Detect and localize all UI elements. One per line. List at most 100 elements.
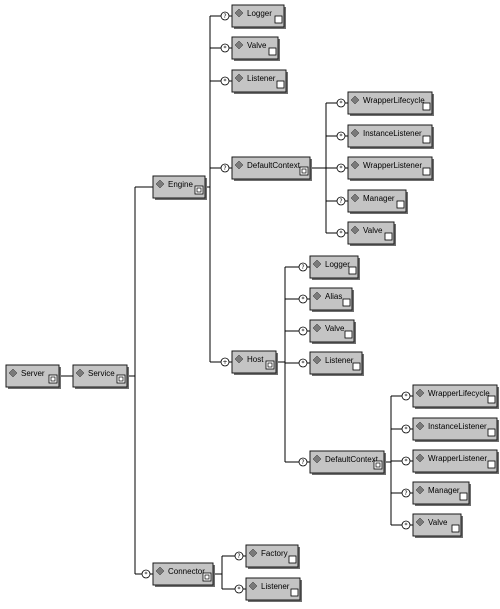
element-diamond-icon: [234, 40, 244, 50]
cardinality-badge: [401, 520, 411, 530]
element-diamond-icon: [248, 548, 258, 558]
node-label: Listener: [325, 356, 354, 365]
cardinality-symbol: *: [224, 45, 227, 52]
element-diamond-icon: [350, 95, 360, 105]
node-box: [309, 351, 363, 375]
node-host-valve[interactable]: *Valve: [298, 319, 356, 344]
expand-icon[interactable]: [116, 374, 126, 384]
cardinality-badge: [220, 43, 230, 53]
node-edc-wrapperlistener[interactable]: *WrapperListener: [336, 156, 434, 181]
leaf-square-icon: [342, 298, 351, 307]
expand-icon[interactable]: [265, 360, 275, 370]
cardinality-badge: [336, 228, 346, 238]
cardinality-badge: [298, 457, 308, 467]
element-diamond-icon: [8, 368, 18, 378]
expand-glyph-icon: [375, 462, 381, 468]
cardinality-symbol: ?: [301, 264, 304, 271]
cardinality-badge: [220, 163, 230, 173]
expand-icon[interactable]: [194, 185, 204, 195]
leaf-square-icon: [396, 200, 405, 209]
node-edc-instancelistener[interactable]: *InstanceListener: [336, 124, 434, 149]
expand-glyph-icon: [50, 376, 56, 382]
cardinality-badge: [401, 391, 411, 401]
node-host-listener[interactable]: *Listener: [298, 351, 364, 376]
node-box: [412, 417, 498, 441]
node-edc-manager[interactable]: ?Manager: [336, 189, 408, 214]
leaf-square-icon: [451, 524, 460, 533]
expand-icon[interactable]: [48, 374, 58, 384]
node-host-defaultcontext[interactable]: ?DefaultContext: [298, 450, 386, 475]
node-hdc-valve[interactable]: *Valve: [401, 513, 463, 538]
node-engine-host[interactable]: +Host: [220, 350, 278, 375]
node-box: [412, 481, 470, 505]
node-hdc-instancelistener[interactable]: *InstanceListener: [401, 417, 499, 442]
node-label: Connector: [168, 567, 205, 576]
cardinality-badge: [298, 262, 308, 272]
node-server[interactable]: Server: [5, 364, 61, 389]
cardinality-symbol: *: [340, 165, 343, 172]
leaf-square-icon: [290, 588, 299, 597]
node-engine-listener[interactable]: *Listener: [220, 69, 288, 94]
node-hdc-wrapperlifecycle[interactable]: * WrapperLifecycle: [401, 384, 499, 409]
expand-icon[interactable]: [202, 572, 212, 582]
cardinality-symbol: *: [302, 296, 305, 303]
node-label: Logger: [325, 260, 350, 269]
expand-glyph-icon: [204, 574, 210, 580]
expand-icon[interactable]: [299, 166, 309, 176]
node-label: Logger: [247, 9, 272, 18]
element-diamond-icon: [350, 160, 360, 170]
node-engine[interactable]: Engine: [152, 175, 207, 200]
cardinality-symbol: *: [145, 571, 148, 578]
expand-glyph-icon: [267, 362, 273, 368]
node-box: [347, 124, 433, 148]
node-label: Valve: [325, 324, 345, 333]
node-box: [309, 450, 385, 474]
node-engine-logger[interactable]: ?Logger: [220, 4, 286, 29]
element-diamond-icon: [415, 453, 425, 463]
leaf-square-icon: [288, 555, 297, 564]
element-diamond-icon: [155, 179, 165, 189]
element-diamond-icon: [312, 291, 322, 301]
element-diamond-icon: [312, 323, 322, 333]
node-service[interactable]: Service: [72, 364, 129, 389]
cardinality-symbol: *: [340, 230, 343, 237]
cardinality-badge: [220, 11, 230, 21]
node-label: Alias: [325, 292, 342, 301]
cardinality-badge: [336, 163, 346, 173]
node-box: [347, 189, 407, 213]
element-diamond-icon: [312, 454, 322, 464]
cardinality-symbol: *: [340, 133, 343, 140]
leaf-square-icon: [274, 15, 283, 24]
node-label: Listener: [261, 582, 290, 591]
element-diamond-icon: [234, 8, 244, 18]
node-hdc-manager[interactable]: ?Manager: [401, 481, 471, 506]
cardinality-symbol: *: [405, 522, 408, 529]
node-edc-wrapperlifecycle[interactable]: *WrapperLifecycle: [336, 91, 434, 116]
cardinality-badge: [401, 424, 411, 434]
node-box: [231, 36, 279, 60]
node-box: [231, 4, 285, 28]
cardinality-badge: [336, 196, 346, 206]
node-connector-listener[interactable]: *Listener: [234, 577, 302, 602]
node-box: [309, 255, 359, 279]
node-connector[interactable]: * Connector: [141, 562, 215, 587]
node-box: [231, 156, 311, 180]
node-label: WrapperLifecycle: [428, 389, 490, 398]
node-engine-defaultcontext[interactable]: ?DefaultContext: [220, 156, 312, 181]
node-host-logger[interactable]: ? Logger: [298, 255, 360, 280]
node-engine-valve[interactable]: *Valve: [220, 36, 280, 61]
cardinality-badge: [234, 584, 244, 594]
cardinality-symbol: *: [405, 393, 408, 400]
element-diamond-icon: [350, 193, 360, 203]
element-diamond-icon: [234, 354, 244, 364]
node-box: [412, 384, 498, 408]
node-box: [231, 69, 287, 93]
cardinality-symbol: ?: [339, 198, 342, 205]
node-connector-factory[interactable]: ?Factory: [234, 544, 300, 569]
node-hdc-wrapperlistener[interactable]: *WrapperListener: [401, 449, 499, 474]
leaf-square-icon: [344, 330, 353, 339]
node-box: [152, 562, 214, 586]
node-edc-valve[interactable]: *Valve: [336, 221, 396, 246]
expand-icon[interactable]: [373, 460, 383, 470]
node-host-alias[interactable]: * Alias: [298, 287, 354, 312]
